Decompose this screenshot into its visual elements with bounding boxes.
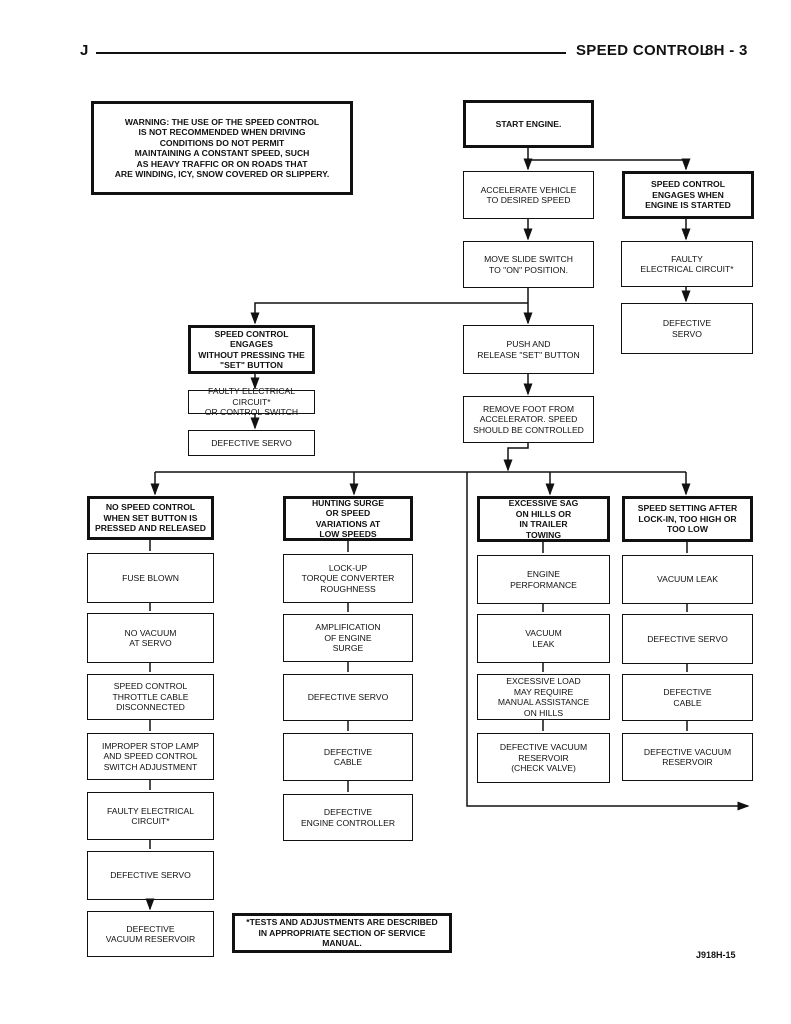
cause-box: IMPROPER STOP LAMP AND SPEED CONTROL SWI…: [87, 733, 214, 780]
cause-box: DEFECTIVE SERVO: [87, 851, 214, 900]
step-slide-switch: MOVE SLIDE SWITCH TO "ON" POSITION.: [463, 241, 594, 288]
symptom-speed-setting: SPEED SETTING AFTER LOCK-IN, TOO HIGH OR…: [622, 496, 753, 542]
cause-box: DEFECTIVE VACUUM RESERVOIR: [87, 911, 214, 957]
symptom-excessive-sag: EXCESSIVE SAG ON HILLS OR IN TRAILER TOW…: [477, 496, 610, 542]
cause-box: NO VACUUM AT SERVO: [87, 613, 214, 663]
cause-box: DEFECTIVE VACUUM RESERVOIR: [622, 733, 753, 781]
cause-box: ENGINE PERFORMANCE: [477, 555, 610, 604]
cause-box: DEFECTIVE CABLE: [283, 733, 413, 781]
section-title: SPEED CONTROL: [576, 42, 710, 59]
cause-box: LOCK-UP TORQUE CONVERTER ROUGHNESS: [283, 554, 413, 603]
warning-box: WARNING: THE USE OF THE SPEED CONTROL IS…: [91, 101, 353, 195]
cause-box: DEFECTIVE SERVO: [622, 614, 753, 664]
cause-box: FAULTY ELECTRICAL CIRCUIT* OR CONTROL SW…: [188, 386, 315, 417]
cause-box: DEFECTIVE VACUUM RESERVOIR (CHECK VALVE): [477, 733, 610, 783]
cause-box: VACUUM LEAK: [477, 614, 610, 663]
page-number: 8H - 3: [705, 42, 748, 59]
cause-box: FUSE BLOWN: [87, 553, 214, 603]
figure-id: J918H-15: [696, 950, 736, 960]
symptom-engages-at-start: SPEED CONTROL ENGAGES WHEN ENGINE IS STA…: [622, 171, 754, 219]
cause-box: FAULTY ELECTRICAL CIRCUIT*: [87, 792, 214, 840]
cause-box: DEFECTIVE CABLE: [622, 674, 753, 721]
step-remove-foot: REMOVE FOOT FROM ACCELERATOR. SPEED SHOU…: [463, 396, 594, 443]
step-accelerate: ACCELERATE VEHICLE TO DESIRED SPEED: [463, 171, 594, 219]
cause-box: DEFECTIVE SERVO: [188, 430, 315, 456]
symptom-engages-without-set: SPEED CONTROL ENGAGES WITHOUT PRESSING T…: [188, 325, 315, 374]
header-letter: J: [80, 42, 89, 59]
cause-box: DEFECTIVE ENGINE CONTROLLER: [283, 794, 413, 841]
cause-box: VACUUM LEAK: [622, 555, 753, 604]
step-push-set: PUSH AND RELEASE "SET" BUTTON: [463, 325, 594, 374]
cause-box: DEFECTIVE SERVO: [283, 674, 413, 721]
step-start-engine: START ENGINE.: [463, 100, 594, 148]
symptom-no-speed-control: NO SPEED CONTROL WHEN SET BUTTON IS PRES…: [87, 496, 214, 540]
cause-box: AMPLIFICATION OF ENGINE SURGE: [283, 614, 413, 662]
symptom-hunting-surge: HUNTING SURGE OR SPEED VARIATIONS AT LOW…: [283, 496, 413, 541]
footnote-box: *TESTS AND ADJUSTMENTS ARE DESCRIBED IN …: [232, 913, 452, 953]
cause-box: SPEED CONTROL THROTTLE CABLE DISCONNECTE…: [87, 674, 214, 720]
cause-box: EXCESSIVE LOAD MAY REQUIRE MANUAL ASSIST…: [477, 674, 610, 720]
header-rule: [96, 52, 566, 54]
cause-box: FAULTY ELECTRICAL CIRCUIT*: [621, 241, 753, 287]
cause-box: DEFECTIVE SERVO: [621, 303, 753, 354]
